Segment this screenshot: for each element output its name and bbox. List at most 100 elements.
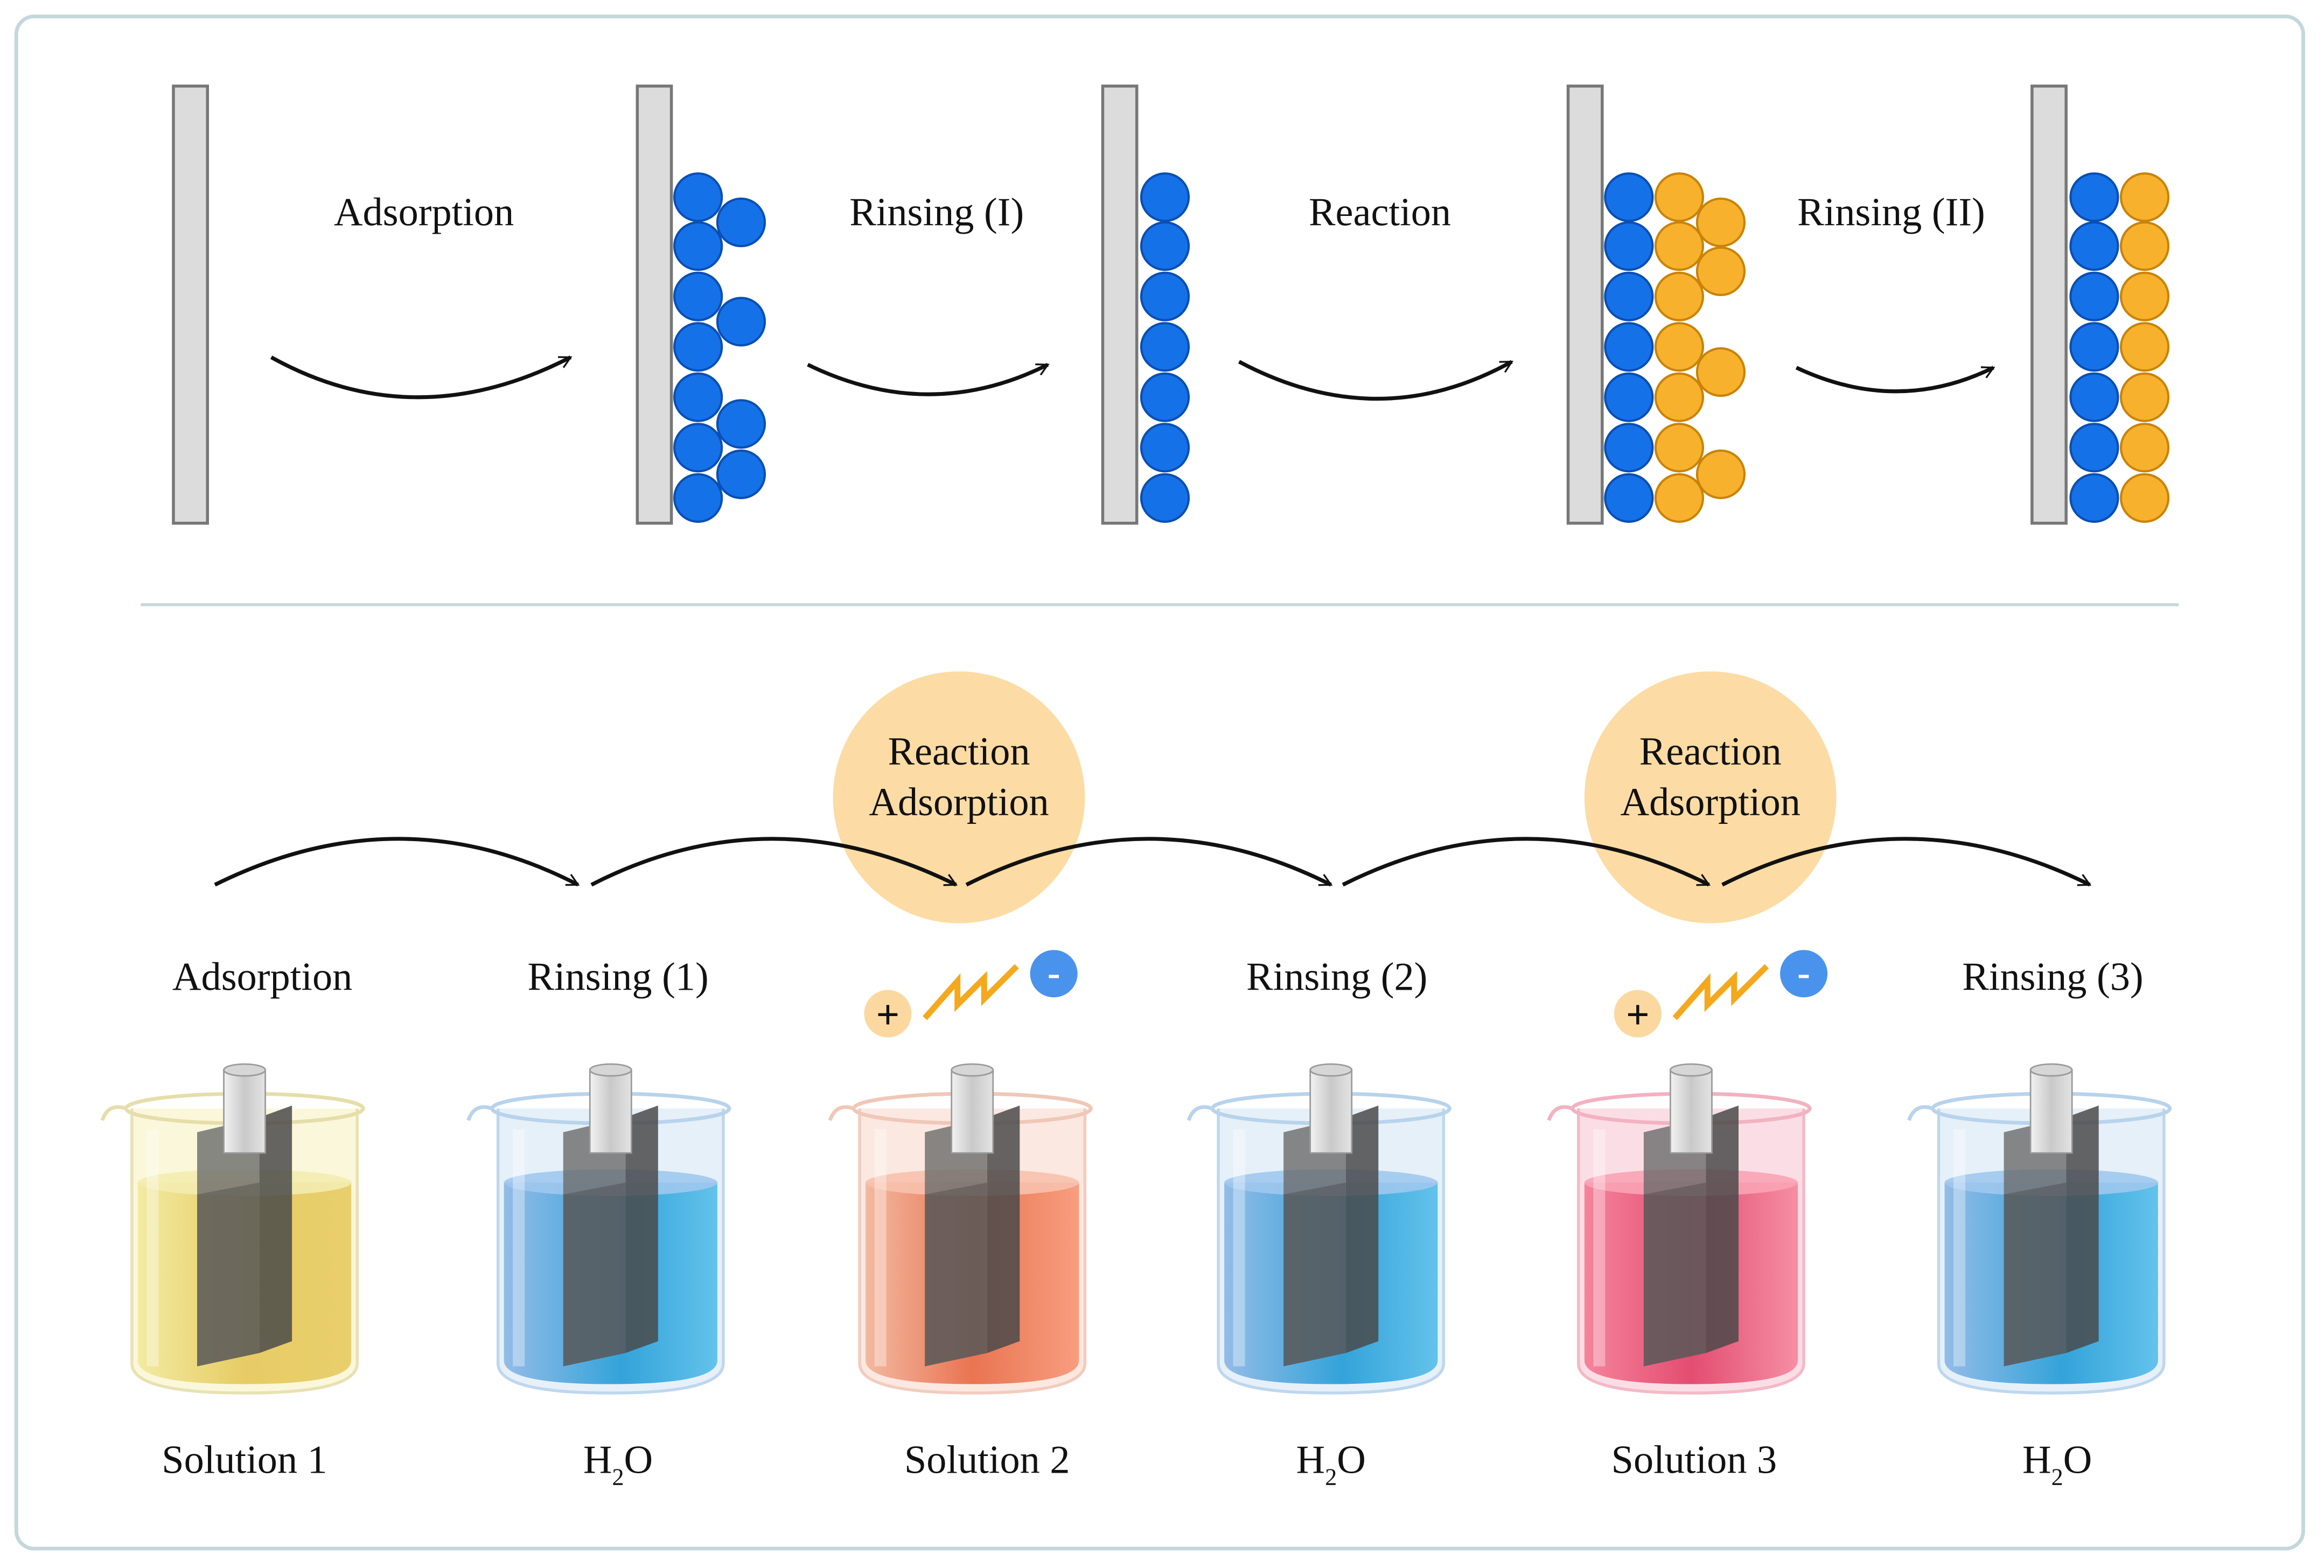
electrode-rod bbox=[589, 1069, 632, 1154]
electrode-side bbox=[1706, 1105, 1739, 1353]
step-label-rinsing-ii: Rinsing (II) bbox=[1797, 191, 1985, 235]
blue-particle bbox=[1604, 473, 1654, 523]
electrode-plate bbox=[1283, 1117, 1346, 1367]
lightning-bolt-icon bbox=[1672, 964, 1769, 1020]
bottom-arrow-4 bbox=[1342, 837, 1711, 887]
electrode-side bbox=[1345, 1105, 1379, 1353]
beaker-4 bbox=[1187, 1063, 1451, 1395]
blue-particle bbox=[1140, 372, 1190, 422]
blue-particle bbox=[1604, 372, 1654, 422]
blue-particle bbox=[673, 172, 723, 222]
blue-particle bbox=[1604, 172, 1654, 222]
electrode-rod-top bbox=[2029, 1063, 2073, 1077]
bottom-step-adsorption: Adsorption bbox=[172, 955, 352, 999]
orange-particle bbox=[2119, 372, 2170, 422]
glass-highlight bbox=[1953, 1129, 1966, 1367]
minus-terminal-icon bbox=[1030, 950, 1078, 998]
power-symbol-1: + - bbox=[864, 950, 1078, 1038]
beaker-spout bbox=[100, 1105, 127, 1121]
electrode-submerged bbox=[197, 1182, 260, 1367]
blue-particle bbox=[716, 449, 766, 499]
bottom-arrow-2 bbox=[590, 837, 958, 887]
electrode-rod bbox=[223, 1069, 266, 1154]
power-symbol-2: + - bbox=[1614, 950, 1828, 1038]
electrode-plate bbox=[1643, 1117, 1706, 1367]
top-arrow-2 bbox=[807, 362, 1050, 396]
electrode-rod bbox=[951, 1069, 994, 1154]
plus-terminal-icon bbox=[1614, 990, 1662, 1038]
beaker-row bbox=[100, 1063, 2172, 1395]
electrode-plate bbox=[563, 1117, 626, 1367]
blue-particle bbox=[716, 197, 766, 248]
lightning-bolt-icon bbox=[923, 964, 1019, 1020]
beaker-spout bbox=[828, 1105, 855, 1121]
bubble-1-line-2: Adsorption bbox=[869, 780, 1049, 824]
substrate-5 bbox=[2030, 85, 2068, 525]
electrode-rod-top bbox=[1309, 1063, 1353, 1077]
beaker-spout bbox=[1547, 1105, 1573, 1121]
beaker-spout bbox=[1187, 1105, 1213, 1121]
orange-particle bbox=[1695, 246, 1746, 296]
electrode-submerged bbox=[2004, 1182, 2067, 1367]
orange-particle bbox=[1654, 172, 1705, 222]
electrode-rod bbox=[1670, 1069, 1713, 1154]
blue-particle bbox=[1140, 473, 1190, 523]
electrode-rod-top bbox=[223, 1063, 266, 1077]
electrode-submerged bbox=[563, 1182, 626, 1367]
electrode-rod-top bbox=[589, 1063, 632, 1077]
orange-particle bbox=[1654, 322, 1705, 372]
substrate-3 bbox=[1101, 85, 1139, 525]
caption-solution-1: Solution 1 bbox=[162, 1438, 327, 1482]
glass-highlight bbox=[874, 1129, 887, 1367]
blue-particle bbox=[2069, 172, 2119, 222]
caption-solution-2: Solution 2 bbox=[904, 1438, 1070, 1482]
blue-particle bbox=[1140, 172, 1190, 222]
minus-terminal-icon bbox=[1780, 950, 1828, 998]
beaker-6 bbox=[1907, 1063, 2172, 1395]
orange-particle bbox=[2119, 271, 2170, 321]
blue-particle bbox=[673, 221, 723, 271]
electrode-plate bbox=[197, 1117, 260, 1367]
substrate-2 bbox=[636, 85, 673, 525]
electrode-rod bbox=[1309, 1069, 1353, 1154]
glass-highlight bbox=[1593, 1129, 1606, 1367]
blue-particle bbox=[2069, 271, 2119, 321]
caption-solution-3: Solution 3 bbox=[1611, 1438, 1777, 1482]
particle-layers bbox=[673, 172, 2170, 523]
blue-particle bbox=[1140, 423, 1190, 473]
bottom-panel: Reaction Adsorption Reaction Adsorption … bbox=[100, 671, 2172, 1490]
orange-particle bbox=[1695, 449, 1746, 499]
blue-particle bbox=[2069, 322, 2119, 372]
blue-particle bbox=[2069, 423, 2119, 473]
bottom-arrow-3 bbox=[965, 837, 1333, 887]
glass-highlight bbox=[1233, 1129, 1245, 1367]
blue-particle bbox=[673, 372, 723, 422]
electrode-side bbox=[2066, 1105, 2099, 1353]
blue-particle bbox=[1604, 322, 1654, 372]
bottom-step-rinsing-2: Rinsing (2) bbox=[1246, 955, 1427, 999]
beaker-spout bbox=[1907, 1105, 1934, 1121]
substrate-1 bbox=[172, 85, 210, 525]
electrode-rod-top bbox=[1670, 1063, 1713, 1077]
orange-particle bbox=[2119, 322, 2170, 372]
step-label-reaction: Reaction bbox=[1309, 191, 1451, 235]
blue-particle bbox=[2069, 221, 2119, 271]
bottom-step-rinsing-1: Rinsing (1) bbox=[527, 955, 708, 999]
bottom-arrow-5 bbox=[1721, 837, 2092, 887]
bubble-2-line-2: Adsorption bbox=[1621, 780, 1800, 824]
blue-particle bbox=[673, 271, 723, 321]
orange-particle bbox=[1654, 372, 1705, 422]
plus-sign: + bbox=[1626, 991, 1650, 1038]
beaker-5 bbox=[1547, 1063, 1812, 1395]
electrode-side bbox=[987, 1105, 1020, 1353]
orange-particle bbox=[1654, 423, 1705, 473]
glass-highlight bbox=[513, 1129, 525, 1367]
blue-particle bbox=[1140, 271, 1190, 321]
blue-particle bbox=[716, 399, 766, 449]
top-arrow-3 bbox=[1238, 360, 1514, 401]
top-arrow-4 bbox=[1795, 366, 1995, 394]
caption-water-1: H2O bbox=[583, 1438, 653, 1490]
caption-water-2: H2O bbox=[1296, 1438, 1366, 1490]
blue-particle bbox=[673, 473, 723, 523]
orange-particle bbox=[1695, 197, 1746, 248]
